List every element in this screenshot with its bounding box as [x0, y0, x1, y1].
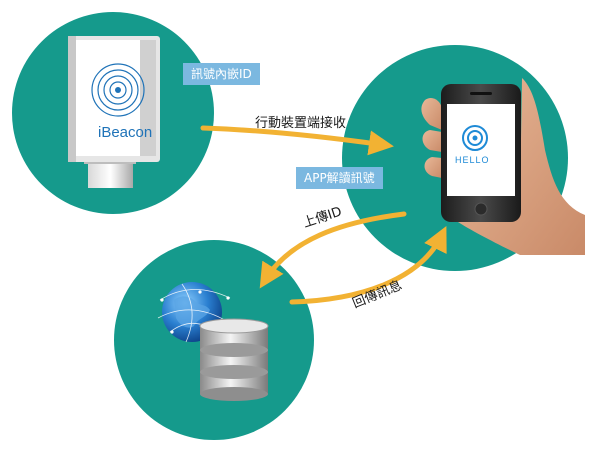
phone-screen-text: HELLO: [455, 155, 490, 165]
database-icon: [199, 318, 269, 401]
receive-arrow: [200, 125, 394, 156]
upload-arrow: [259, 211, 407, 289]
receive-arrow-label: 行動裝置端接收: [255, 116, 347, 131]
return-arrow: [289, 226, 447, 305]
ibeacon-brand-label: iBeacon: [98, 124, 153, 141]
id-embedded-callout: 訊號內嵌ID: [183, 63, 260, 85]
hand-holding-phone-icon: [421, 78, 585, 255]
app-decode-callout: APP解讀訊號: [296, 167, 383, 189]
ibeacon-sign-icon: [68, 36, 160, 188]
